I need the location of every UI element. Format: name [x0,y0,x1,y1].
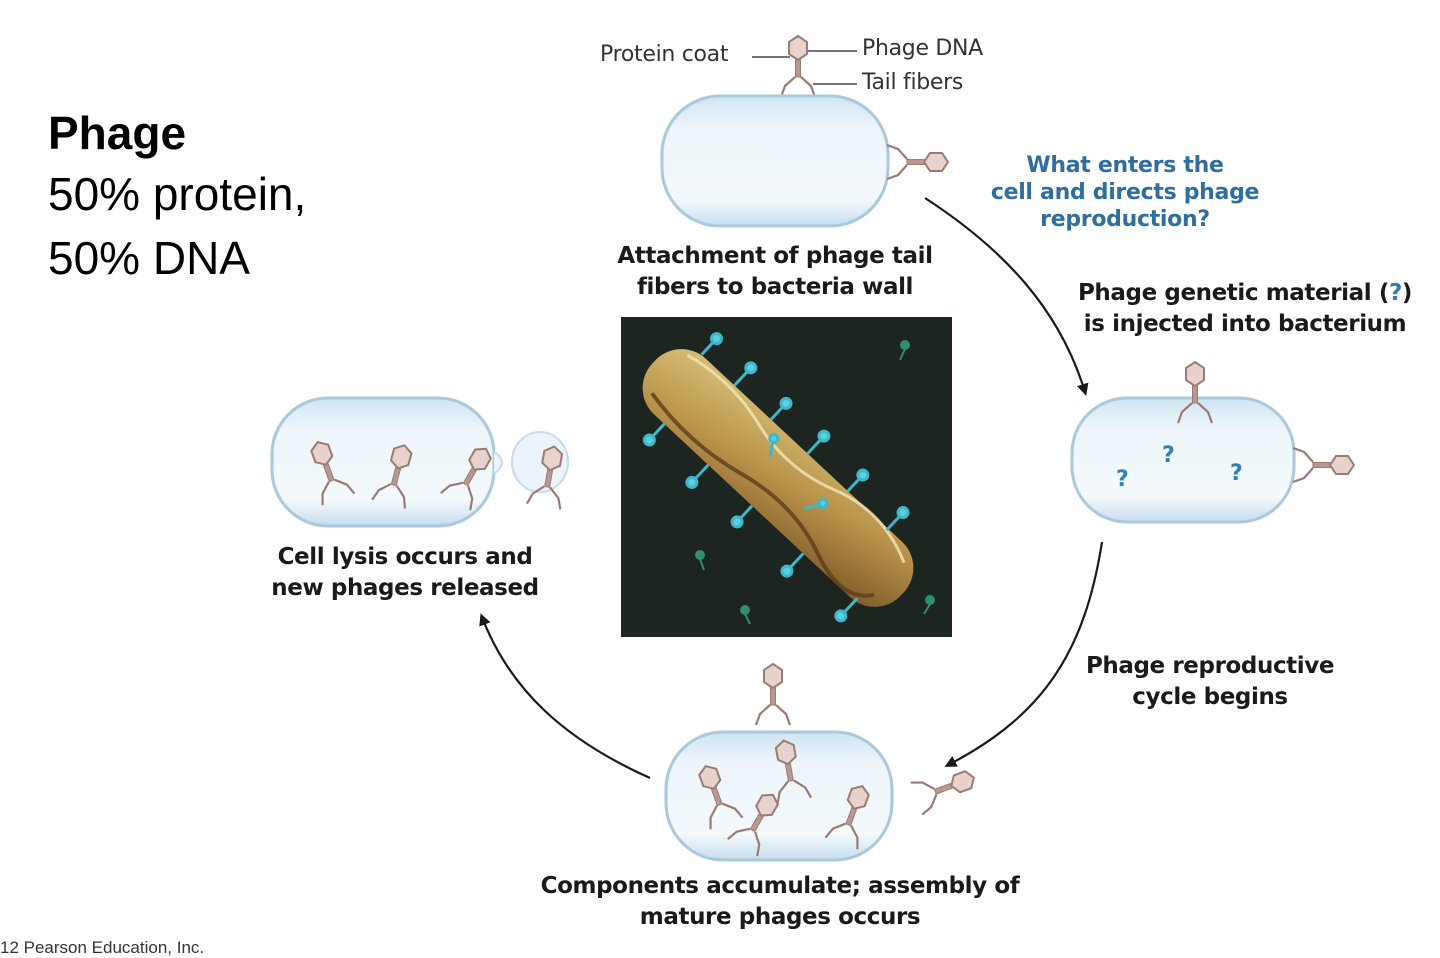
question-text: What enters the cell and directs phage r… [990,153,1260,232]
caption-reproduction: Phage reproductive cycle begins [1085,653,1335,710]
cycle-arrow-icon [924,197,1089,396]
title-phage: Phage [48,107,187,159]
micrograph-image [621,317,952,637]
bacteriophage-icon [754,662,792,727]
question-mark: ? [1162,443,1175,468]
title-block: Phage 50% protein, 50% DNA [48,104,306,290]
bacterium-cell-icon [1070,360,1356,524]
question-mark: ? [1230,461,1243,486]
bacteriophage-icon [909,760,981,816]
cycle-arrow-icon [944,541,1104,767]
title-protein: 50% protein, [48,168,307,220]
bacterium-cell-icon [664,730,894,862]
copyright-text: 12 Pearson Education, Inc. [0,938,205,957]
protein-coat-label: Protein coat [600,42,729,67]
title-dna: 50% DNA [48,232,250,284]
bacteriophage-icon [752,34,857,99]
caption-lysis: Cell lysis occurs and new phages release… [271,544,539,601]
question-mark: ? [1116,467,1129,492]
caption-injection: Phage genetic material (?) is injected i… [1077,280,1413,337]
bacterium-cell-icon [660,94,950,228]
caption-attachment: Attachment of phage tail fibers to bacte… [617,243,933,300]
tail-fibers-label: Tail fibers [862,70,964,95]
cycle-arrow-icon [479,613,651,780]
bacterium-cell-icon [270,396,573,528]
caption-assembly: Components accumulate; assembly of matur… [540,873,1020,930]
phage-dna-label: Phage DNA [862,36,983,61]
